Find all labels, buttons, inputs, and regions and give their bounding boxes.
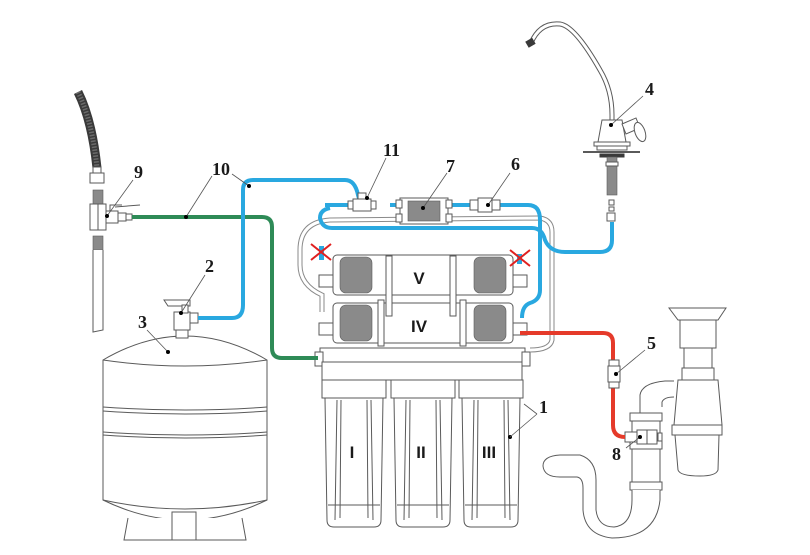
- faucet[interactable]: [525, 21, 648, 222]
- sink-drain-siphon: [542, 307, 727, 539]
- check-valve[interactable]: [469, 197, 501, 213]
- supply-hose: [73, 89, 105, 184]
- callout-9: 9: [134, 162, 143, 182]
- stage-label-2: II: [416, 443, 425, 462]
- post-filter[interactable]: [395, 197, 453, 225]
- callout-2: 2: [205, 256, 214, 276]
- prefilter-housing-1[interactable]: [321, 379, 387, 528]
- feed-tube: [132, 215, 318, 360]
- clean-tube-top: [317, 206, 614, 254]
- callout-4: 4: [645, 79, 654, 99]
- stage-5-membrane[interactable]: [318, 254, 528, 296]
- plugged-port-left: [310, 243, 332, 261]
- membrane-clip: [385, 255, 393, 317]
- drain-tube: [520, 331, 626, 439]
- prefilter-manifold: [314, 347, 531, 381]
- callout-1: 1: [539, 397, 548, 417]
- plugged-port-right: [509, 249, 531, 267]
- stage-label-5: V: [413, 269, 425, 288]
- prefilter-housing-2[interactable]: [390, 379, 456, 528]
- tank-tube: [198, 178, 362, 320]
- callout-7: 7: [446, 156, 455, 176]
- stage-label-1: I: [350, 443, 355, 462]
- stage-label-3: III: [482, 443, 496, 462]
- feed-water-adapter[interactable]: [89, 189, 141, 333]
- clean-tube-loop: [325, 203, 542, 319]
- membrane-stages: [318, 254, 528, 347]
- drain-saddle-clamp[interactable]: [624, 429, 663, 445]
- callout-8: 8: [612, 444, 621, 464]
- tee-fitting[interactable]: [347, 192, 377, 212]
- membrane-clip: [449, 255, 457, 317]
- prefilter-housing-3[interactable]: [458, 379, 524, 528]
- tank-valve[interactable]: [163, 299, 199, 339]
- stage-label-4: IV: [411, 317, 428, 336]
- callout-leaders: [105, 95, 646, 449]
- membrane-clip: [377, 299, 385, 347]
- callout-3: 3: [138, 312, 147, 332]
- callout-10: 10: [212, 159, 230, 179]
- callout-6: 6: [511, 154, 520, 174]
- membrane-clip: [459, 299, 467, 347]
- storage-tank: [102, 335, 268, 541]
- callout-5: 5: [647, 333, 656, 353]
- prefilter-housings: [321, 379, 524, 528]
- callout-11: 11: [383, 140, 400, 160]
